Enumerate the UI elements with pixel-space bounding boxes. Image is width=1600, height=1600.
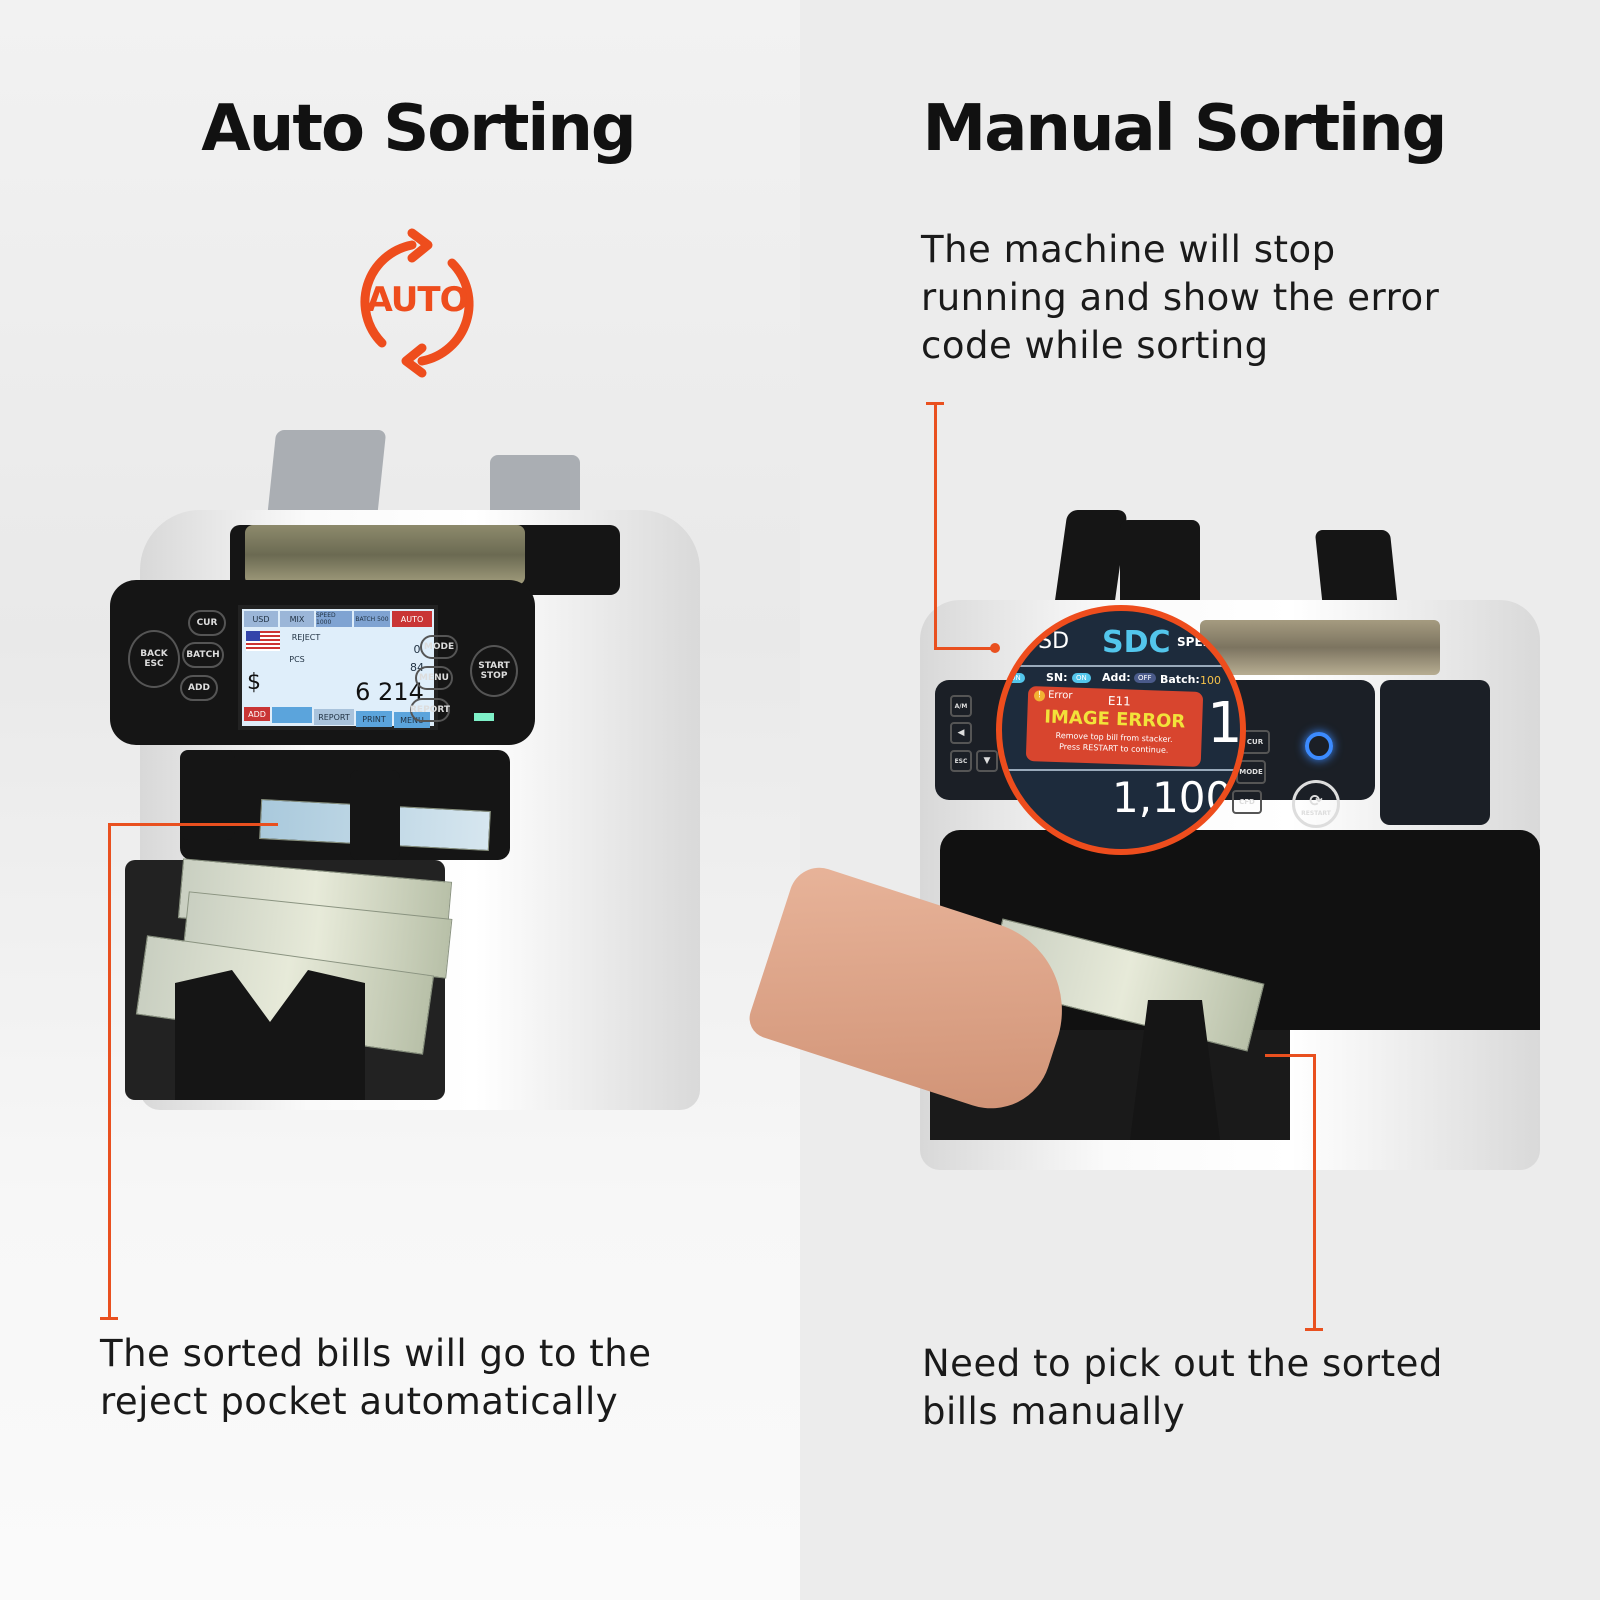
currency-label: USD bbox=[1022, 629, 1070, 654]
left-arrow-key[interactable]: ◀ bbox=[950, 722, 972, 744]
power-icon[interactable] bbox=[1305, 732, 1333, 760]
esc-key[interactable]: ESC bbox=[950, 750, 972, 772]
screen-add-button[interactable]: ADD bbox=[244, 707, 270, 721]
manual-sorting-title: Manual Sorting bbox=[922, 92, 1448, 166]
error-label: Error bbox=[1047, 689, 1073, 702]
menu-key[interactable]: MENU bbox=[415, 666, 453, 690]
restart-button[interactable]: ⟳RESTART bbox=[1292, 780, 1340, 828]
ud-status: ON bbox=[1006, 673, 1025, 683]
add-key[interactable]: ADD bbox=[180, 675, 218, 701]
batch-key[interactable]: BATCH bbox=[182, 642, 224, 668]
batch-label: Batch: bbox=[1160, 673, 1200, 686]
error-screen-magnifier: USD SDC SPEED ON SN: ON Add: OFF Batch: … bbox=[996, 605, 1246, 855]
screen-tab-usd[interactable]: USD bbox=[244, 611, 278, 627]
restart-icon: ⟳ bbox=[1309, 791, 1323, 810]
screen-report-button[interactable]: REPORT bbox=[314, 709, 354, 725]
currency-symbol: $ bbox=[247, 669, 261, 695]
batch-value: 100 bbox=[1200, 674, 1221, 687]
auto-sorting-description: The sorted bills will go to the reject p… bbox=[100, 1332, 652, 1423]
mode-key[interactable]: MODE bbox=[420, 635, 458, 659]
screen-blank-button[interactable] bbox=[272, 707, 312, 723]
am-key[interactable]: A/M bbox=[950, 695, 972, 717]
add-label: Add: bbox=[1102, 671, 1131, 684]
cfd-key[interactable]: CFD bbox=[1232, 790, 1262, 814]
bill-stack bbox=[1200, 620, 1440, 675]
down-arrow-key[interactable]: ▼ bbox=[976, 750, 998, 772]
manual-sorting-bottom-description: Need to pick out the sorted bills manual… bbox=[922, 1342, 1443, 1433]
screen-tab-auto[interactable]: AUTO bbox=[392, 611, 432, 627]
callout-line-bottom bbox=[1313, 1054, 1316, 1330]
sn-label: SN: bbox=[1046, 671, 1068, 684]
add-status: OFF bbox=[1134, 673, 1156, 683]
mode-label: SDC bbox=[1102, 625, 1171, 660]
us-flag-icon bbox=[246, 631, 280, 651]
screen-print-button[interactable]: PRINT bbox=[356, 711, 392, 727]
warning-icon: ! bbox=[1033, 690, 1046, 702]
error-title: IMAGE ERROR bbox=[1043, 706, 1186, 733]
sn-status: ON bbox=[1072, 673, 1091, 683]
reject-value: 0 bbox=[413, 642, 421, 656]
screen-tab-mix[interactable]: MIX bbox=[280, 611, 314, 627]
callout-line-top bbox=[934, 403, 937, 650]
callout-line bbox=[108, 823, 111, 1319]
pcs-label: PCS bbox=[289, 654, 305, 664]
auto-cycle-icon: AUTO bbox=[342, 228, 492, 378]
error-code: E11 bbox=[1107, 693, 1131, 709]
screen-tab-speed[interactable]: SPEED 1000 bbox=[316, 611, 352, 627]
auto-badge-label: AUTO bbox=[366, 280, 469, 320]
manual-sorting-description: The machine will stop running and show t… bbox=[921, 228, 1440, 367]
reject-label: REJECT bbox=[291, 632, 321, 642]
amount-display: 1,100 bbox=[1112, 773, 1233, 822]
manual-sorting-panel: Manual Sorting The machine will stop run… bbox=[744, 0, 1600, 1600]
touch-screen: USD MIX SPEED 1000 BATCH 500 AUTO REJECT… bbox=[238, 605, 438, 730]
screen-tab-batch[interactable]: BATCH 500 bbox=[354, 611, 390, 627]
count-display: 1 bbox=[1207, 691, 1243, 756]
auto-sorting-title: Auto Sorting bbox=[201, 92, 636, 166]
bill-stack bbox=[245, 525, 525, 585]
status-led bbox=[474, 713, 494, 721]
speed-label: SPEED bbox=[1177, 635, 1221, 649]
error-box: ! Error E11 IMAGE ERROR Remove top bill … bbox=[1025, 685, 1204, 768]
cur-key[interactable]: CUR bbox=[188, 610, 226, 636]
report-key[interactable]: REPORT bbox=[410, 698, 450, 722]
